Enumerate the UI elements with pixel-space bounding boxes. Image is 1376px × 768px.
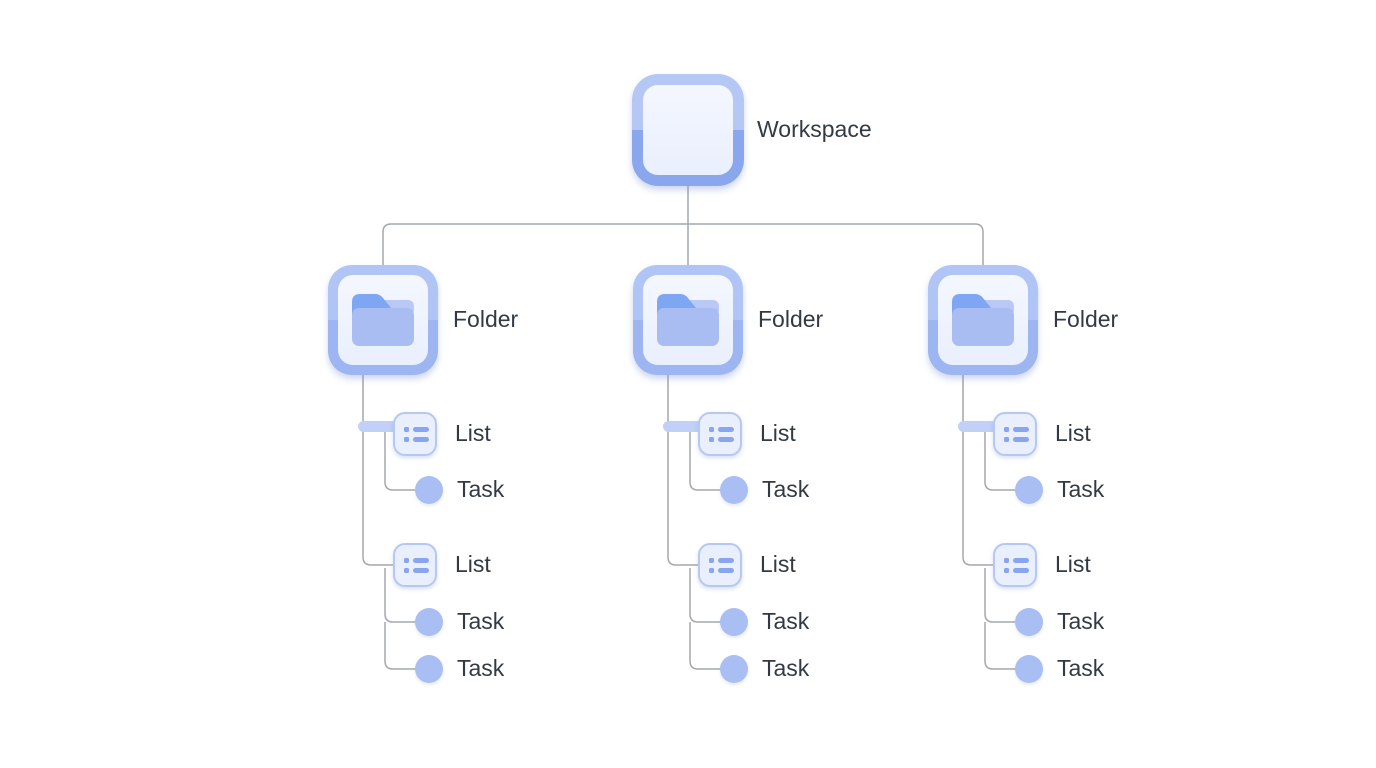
task-circle-icon [415, 655, 443, 683]
task-circle-icon [720, 608, 748, 636]
task-label: Task [762, 476, 810, 503]
folder-1-subtree-connectors [358, 375, 416, 670]
list-label: List [455, 551, 491, 578]
list-icon [709, 436, 740, 442]
task-circle-icon [1015, 655, 1043, 683]
folder-label: Folder [758, 306, 824, 333]
list-icon [709, 567, 740, 573]
folder-label: Folder [1053, 306, 1119, 333]
list-icon [404, 557, 435, 563]
list-label: List [1055, 551, 1091, 578]
list-icon [404, 426, 435, 432]
task-label: Task [762, 655, 810, 682]
workspace-node [632, 74, 744, 186]
task-circle-icon [415, 608, 443, 636]
list-icon [1004, 567, 1035, 573]
folder-node [633, 265, 743, 375]
task-circle-icon [1015, 476, 1043, 504]
list-label: List [1055, 420, 1091, 447]
list-label: List [760, 551, 796, 578]
list-highlight-connector [358, 421, 399, 432]
list-node [393, 412, 437, 456]
folder-icon [352, 294, 414, 346]
task-circle-icon [415, 476, 443, 504]
task-label: Task [457, 476, 505, 503]
list-node [393, 543, 437, 587]
list-icon [404, 436, 435, 442]
list-node [698, 543, 742, 587]
task-circle-icon [720, 476, 748, 504]
folder-node [928, 265, 1038, 375]
list-node [698, 412, 742, 456]
list-icon [404, 567, 435, 573]
task-circle-icon [720, 655, 748, 683]
list-icon [1004, 436, 1035, 442]
task-label: Task [457, 655, 505, 682]
list-icon [709, 557, 740, 563]
folder-icon [952, 294, 1014, 346]
task-label: Task [1057, 655, 1105, 682]
list-highlight-connector [958, 421, 999, 432]
folder-3-subtree-connectors [958, 375, 1016, 670]
list-label: List [455, 420, 491, 447]
list-node [993, 412, 1037, 456]
folder-2-subtree-connectors [663, 375, 721, 670]
task-label: Task [762, 608, 810, 635]
folder-node [328, 265, 438, 375]
workspace-square-icon [643, 85, 733, 175]
list-icon [1004, 557, 1035, 563]
workspace-label: Workspace [757, 116, 872, 143]
folder-label: Folder [453, 306, 519, 333]
task-label: Task [1057, 476, 1105, 503]
list-highlight-connector [663, 421, 704, 432]
list-icon [1004, 426, 1035, 432]
folder-icon [657, 294, 719, 346]
task-label: Task [457, 608, 505, 635]
list-node [993, 543, 1037, 587]
task-circle-icon [1015, 608, 1043, 636]
workspace-to-folder-connectors [382, 186, 984, 265]
task-label: Task [1057, 608, 1105, 635]
list-icon [709, 426, 740, 432]
list-label: List [760, 420, 796, 447]
